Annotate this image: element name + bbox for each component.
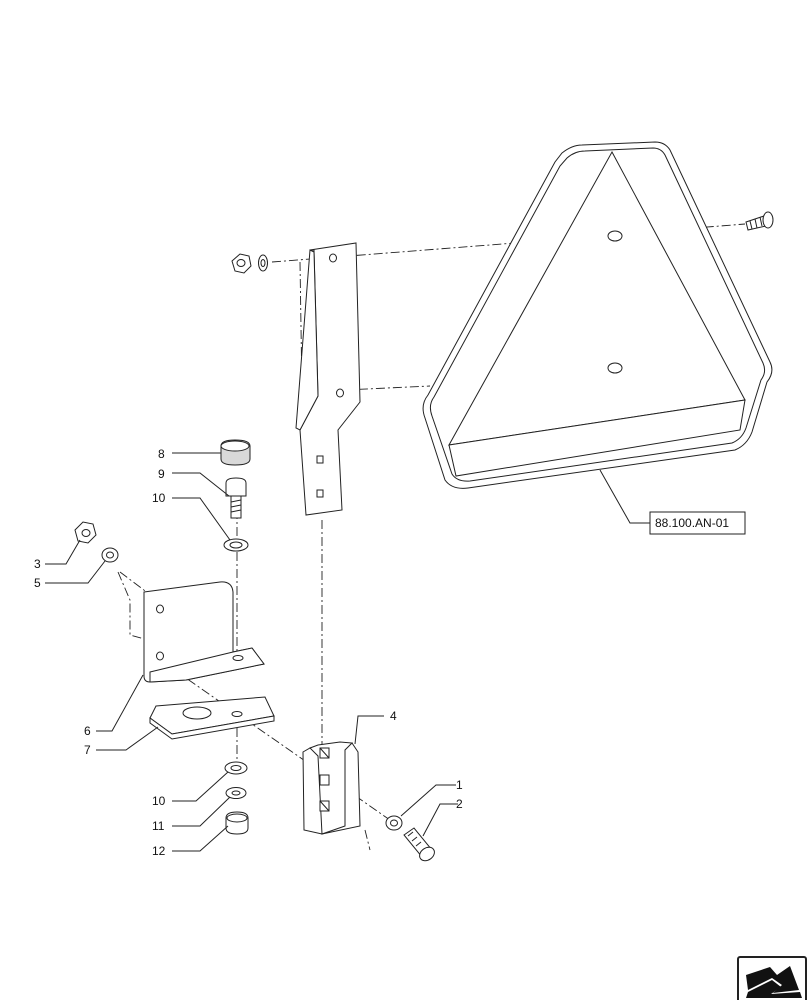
part-7-plate	[149, 696, 275, 740]
callout-8: 8	[158, 447, 165, 461]
callout-9: 9	[158, 467, 165, 481]
reference-link[interactable]: 88.100.AN-01	[649, 511, 746, 535]
part-4-channel-post	[302, 741, 361, 835]
upper-bracket	[295, 242, 361, 516]
top-washer	[258, 254, 268, 272]
part-10-washer-top	[223, 538, 249, 552]
reference-label[interactable]: 88.100.AN-01	[655, 516, 729, 530]
callout-10-top: 10	[152, 491, 166, 505]
smv-triangle-emblem	[422, 141, 773, 489]
part-11-lock-washer	[225, 787, 247, 799]
callout-10-bottom: 10	[152, 794, 166, 808]
sign-screw	[745, 211, 774, 231]
callout-3: 3	[34, 557, 41, 571]
callout-12: 12	[152, 844, 166, 858]
callout-labels: 8 9 10 3 5 6 7 4 1 2 10 11 12	[34, 447, 463, 858]
part-12-nut	[225, 811, 249, 835]
callout-11: 11	[152, 819, 165, 833]
top-nut	[231, 253, 252, 274]
part-3-nut	[74, 521, 97, 544]
callout-2: 2	[456, 797, 463, 811]
callout-7: 7	[84, 743, 91, 757]
callout-1: 1	[456, 778, 463, 792]
part-6-angle-bracket	[143, 581, 265, 683]
part-5-washer	[101, 547, 119, 563]
callout-6: 6	[84, 724, 91, 738]
part-10-washer-bottom	[224, 761, 248, 775]
callout-leaders	[45, 452, 650, 852]
part-8-cap	[220, 439, 251, 466]
part-9-bolt	[225, 477, 247, 519]
next-page-arrow-icon[interactable]	[737, 956, 807, 1000]
callout-4: 4	[390, 709, 397, 723]
part-1-washer	[385, 815, 403, 831]
callout-5: 5	[34, 576, 41, 590]
part-2-bolt	[403, 827, 435, 862]
